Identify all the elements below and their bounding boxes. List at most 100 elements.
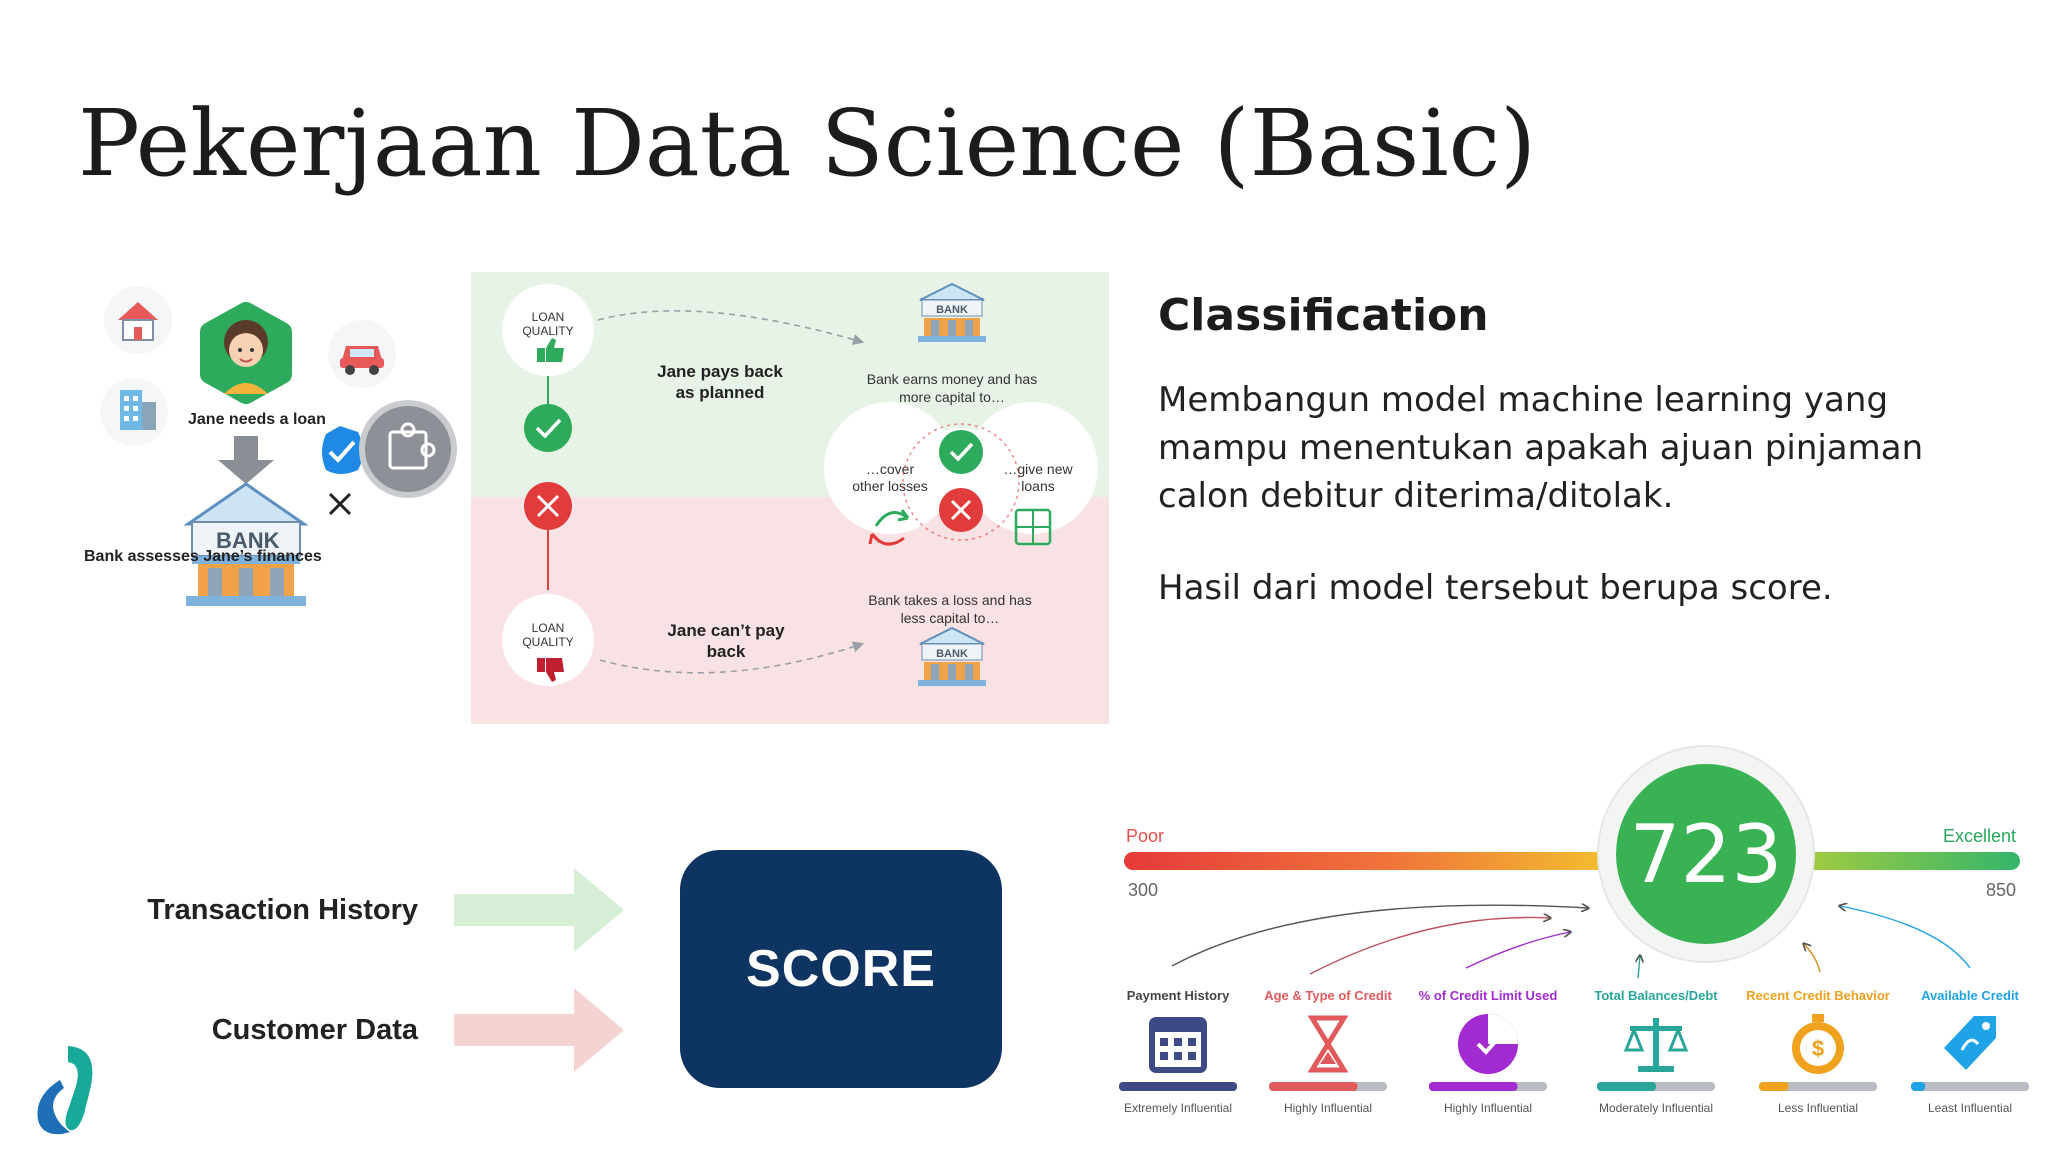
svg-text:BANK: BANK xyxy=(936,648,968,660)
svg-text:less capital to…: less capital to… xyxy=(901,610,1000,626)
car-icon xyxy=(328,320,396,388)
score-label: SCORE xyxy=(746,940,936,998)
bad-outcome-x-icon xyxy=(524,482,572,530)
jane-needs-loan-label: Jane needs a loan xyxy=(188,411,326,428)
credit-score-infographic: Poor Excellent 300 850 723 Payment Histo… xyxy=(1110,742,2040,1122)
poor-label: Poor xyxy=(1126,826,1164,846)
classification-description: Membangun model machine learning yang ma… xyxy=(1158,380,1924,516)
calendar-icon xyxy=(1149,1017,1207,1073)
connector-payment-history xyxy=(1171,905,1588,967)
score-range-bar xyxy=(1124,852,2020,870)
down-arrow-icon xyxy=(218,436,274,484)
svg-text:more capital to…: more capital to… xyxy=(899,389,1005,405)
max-score-label: 850 xyxy=(1986,880,2016,900)
factor-name: Available Credit xyxy=(1921,988,2019,1003)
thumbs-up-icon xyxy=(537,338,564,362)
influence-bar-fill xyxy=(1269,1082,1358,1091)
connector-available-credit xyxy=(1840,906,1971,969)
pays-back-line2: as planned xyxy=(676,383,765,402)
bank-icon-bottom: BANK xyxy=(918,626,986,686)
loan-process-diagram: Jane needs a loan BANK Bank assesses Jan… xyxy=(56,272,1109,724)
svg-text:$: $ xyxy=(1812,1036,1824,1061)
svg-text:Bank earns money and has: Bank earns money and has xyxy=(867,371,1037,387)
credit-factor: Recent Credit Behavior $ Less Influential xyxy=(1746,988,1890,1115)
factor-name: Payment History xyxy=(1127,988,1230,1003)
factor-influence: Extremely Influential xyxy=(1124,1101,1232,1115)
cant-pay-line1: Jane can’t pay xyxy=(667,621,785,640)
factor-influence: Less Influential xyxy=(1778,1101,1858,1115)
refresh-arrows-icon xyxy=(868,509,910,546)
factor-name: Age & Type of Credit xyxy=(1264,988,1392,1003)
company-logo xyxy=(37,1046,93,1135)
puzzle-small-icon xyxy=(1014,508,1052,546)
influence-bar-fill xyxy=(1911,1082,1926,1091)
excellent-label: Excellent xyxy=(1943,826,2016,846)
influence-bar-track xyxy=(1759,1082,1877,1091)
connector-credit-limit xyxy=(1465,932,1570,969)
connector-balances xyxy=(1638,956,1640,979)
svg-text:…cover: …cover xyxy=(866,461,915,477)
classification-heading: Classification xyxy=(1158,290,1489,341)
jane-avatar xyxy=(200,302,292,404)
influence-bar-fill xyxy=(1429,1082,1518,1091)
svg-text:Bank takes a loss and has: Bank takes a loss and has xyxy=(868,592,1031,608)
house-icon xyxy=(104,286,172,354)
bank-building-large: BANK xyxy=(183,482,309,606)
price-tag-icon xyxy=(1944,1016,1996,1070)
bank-icon-top: BANK xyxy=(918,282,986,342)
svg-text:BANK: BANK xyxy=(936,304,968,316)
loan-quality-good: LOAN QUALITY xyxy=(502,284,594,376)
thumbs-down-icon xyxy=(537,658,564,682)
influence-bar-fill xyxy=(1119,1082,1237,1091)
connector-recent-behavior xyxy=(1804,944,1821,973)
bank-sign-large: BANK xyxy=(216,528,280,553)
svg-text:LOAN: LOAN xyxy=(532,310,565,324)
connector-age-type xyxy=(1309,917,1550,975)
factor-influence: Highly Influential xyxy=(1284,1101,1372,1115)
classification-result: Hasil dari model tersebut berupa score. xyxy=(1158,568,1833,608)
input-arrows xyxy=(454,868,624,1072)
factor-name: % of Credit Limit Used xyxy=(1419,988,1558,1003)
building-icon xyxy=(100,378,168,446)
min-score-label: 300 xyxy=(1128,880,1158,900)
good-outcome-check-icon xyxy=(524,404,572,452)
svg-text:…give new: …give new xyxy=(1003,461,1073,477)
puzzle-piece-icon xyxy=(359,400,457,498)
svg-text:QUALITY: QUALITY xyxy=(522,324,573,338)
factor-influence: Moderately Influential xyxy=(1599,1101,1713,1115)
arrow-bottom xyxy=(454,988,624,1072)
influence-bar-track xyxy=(1911,1082,2029,1091)
pays-back-line1: Jane pays back xyxy=(657,362,783,381)
influence-bar-fill xyxy=(1597,1082,1656,1091)
approved-check-icon xyxy=(322,426,363,474)
score-box: SCORE xyxy=(680,850,1002,1088)
bank-assesses-caption: Bank assesses Jane’s finances xyxy=(84,548,322,565)
middle-x-icon xyxy=(939,488,983,532)
factor-name: Recent Credit Behavior xyxy=(1746,988,1890,1003)
rejected-x-icon xyxy=(318,482,362,526)
factor-influence: Least Influential xyxy=(1928,1101,2012,1115)
middle-check-icon xyxy=(939,430,983,474)
hourglass-icon xyxy=(1307,1015,1349,1073)
scales-icon xyxy=(1623,1018,1689,1072)
arrow-top xyxy=(454,868,624,952)
loan-quality-bad: LOAN QUALITY xyxy=(502,594,594,686)
svg-text:LOAN: LOAN xyxy=(532,621,565,635)
influence-bar-fill xyxy=(1759,1082,1789,1091)
svg-text:other losses: other losses xyxy=(852,478,927,494)
slide-title: Pekerjaan Data Science (Basic) xyxy=(78,90,1537,197)
stopwatch-dollar-icon: $ xyxy=(1792,1014,1844,1074)
credit-score-value: 723 xyxy=(1630,808,1783,901)
input-customer-data: Customer Data xyxy=(211,1014,418,1046)
pie-icon xyxy=(1458,1014,1518,1074)
cant-pay-line2: back xyxy=(707,642,746,661)
factor-influence: Highly Influential xyxy=(1444,1101,1532,1115)
factor-name: Total Balances/Debt xyxy=(1594,988,1718,1003)
svg-text:QUALITY: QUALITY xyxy=(522,635,573,649)
input-transaction-history: Transaction History xyxy=(147,894,418,926)
